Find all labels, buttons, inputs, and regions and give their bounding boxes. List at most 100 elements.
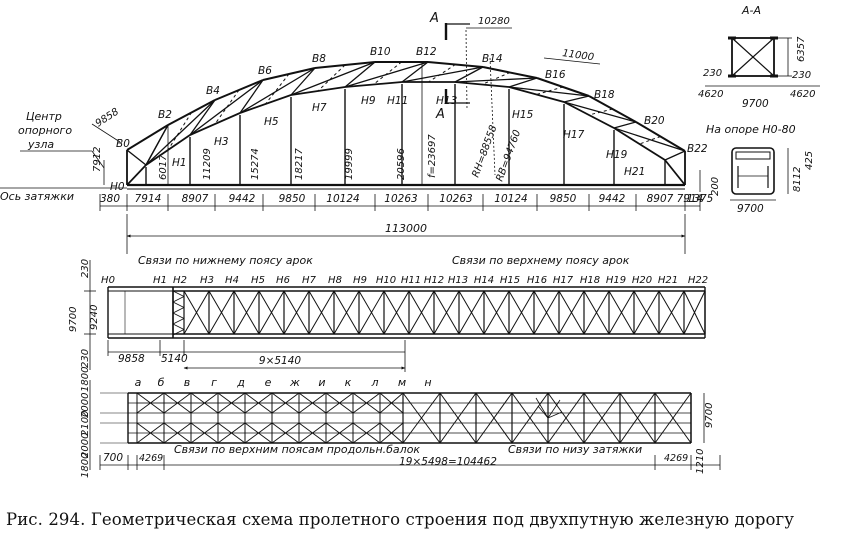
web-diagonal <box>613 127 686 152</box>
node-label: Н17 <box>553 275 574 286</box>
web-diagonal <box>401 66 484 83</box>
brace <box>533 290 560 335</box>
fan <box>535 397 549 419</box>
brace <box>177 432 192 444</box>
brace <box>339 432 354 444</box>
node-label: Н12 <box>424 275 444 286</box>
node-label: Н7 <box>302 275 317 286</box>
brace <box>366 432 381 444</box>
lower-node-label: Н17 <box>563 129 585 141</box>
panel-letter: и <box>318 376 325 389</box>
node-label: Н11 <box>401 275 421 286</box>
brace <box>231 402 246 414</box>
brace <box>285 392 300 404</box>
panel-dim: 7914 <box>677 193 704 205</box>
dim-2100: 2100 <box>80 411 91 436</box>
dim-7912: 7912 <box>92 147 103 172</box>
node-label: Н1 <box>153 275 167 286</box>
brace <box>325 402 340 414</box>
lower-chord <box>126 164 147 186</box>
brace <box>325 392 340 404</box>
deck-label-left: Связи по верхним поясам продольн.балок <box>174 443 420 456</box>
panel-letter: б <box>158 376 165 389</box>
support-section: На опоре Н0-80 425 8112 9700 <box>706 123 815 215</box>
web-diagonal <box>239 79 264 114</box>
brace <box>285 422 300 434</box>
panel-dim: 9850 <box>279 193 306 205</box>
brace <box>271 402 286 414</box>
brace <box>150 392 165 404</box>
dim-4620-left: 4620 <box>698 89 723 100</box>
brace <box>244 432 259 444</box>
zig <box>172 329 185 336</box>
height-dim: 15274 <box>250 148 261 180</box>
web-diagonal <box>508 86 590 97</box>
panel-dim: 9442 <box>229 193 256 205</box>
brace <box>150 402 165 414</box>
upper-node-label: В2 <box>158 109 172 121</box>
brace <box>177 402 192 414</box>
panel-dim: 10263 <box>384 193 417 205</box>
panel-dim: 9442 <box>599 193 626 205</box>
dim-9240: 9240 <box>89 305 100 330</box>
panel-letter: м <box>398 376 406 389</box>
panel-dim: 380 <box>100 193 120 205</box>
zig <box>172 301 185 308</box>
brace <box>244 422 259 434</box>
brace <box>298 392 313 404</box>
upper-node-label: В10 <box>370 46 391 58</box>
f-dim: f=23697 <box>427 134 438 178</box>
brace <box>163 402 178 414</box>
web-diagonal <box>239 67 316 114</box>
brace <box>285 402 300 414</box>
lower-chord <box>508 86 565 103</box>
panel-dim: 10124 <box>494 193 527 205</box>
section-a-a: А-А 6357 230 230 4620 9700 4620 <box>698 4 820 110</box>
brace <box>333 290 360 335</box>
brace <box>150 422 165 434</box>
height-dim: 19999 <box>344 148 355 180</box>
node-label: Н13 <box>448 275 468 286</box>
node-label: Н5 <box>251 275 265 286</box>
upper-node-label: В12 <box>416 46 437 58</box>
brace <box>379 422 392 434</box>
panel-letter: д <box>236 376 245 389</box>
web-diagonal <box>290 67 316 96</box>
brace <box>258 290 285 335</box>
height-dim: 11209 <box>202 148 213 180</box>
web-diagonal <box>401 61 429 83</box>
brace <box>163 432 178 444</box>
radius-line <box>465 29 468 111</box>
brace <box>391 432 404 444</box>
zig <box>172 290 185 297</box>
brace <box>325 422 340 434</box>
lower-node-label: Н7 <box>312 102 327 114</box>
panel-dim: 9850 <box>550 193 577 205</box>
center-leader <box>91 150 105 169</box>
upper-node-label: В4 <box>206 85 220 97</box>
node-label: Н9 <box>353 275 367 286</box>
brace <box>258 402 273 414</box>
tie-brace <box>619 392 656 444</box>
node-label: Н6 <box>276 275 290 286</box>
zig <box>172 318 185 325</box>
tie-brace <box>654 392 692 444</box>
dim-9700-plan: 9700 <box>68 307 79 332</box>
brace <box>352 422 367 434</box>
brace <box>483 290 510 335</box>
dim-700: 700 <box>103 452 123 464</box>
dim-4269-right: 4269 <box>664 453 688 464</box>
panel-letter: в <box>184 376 190 389</box>
panel-letter: ж <box>289 376 300 389</box>
height-dim: 20596 <box>396 148 407 180</box>
lower-node-label: Н1 <box>172 157 187 169</box>
dim-1210: 1210 <box>695 449 706 474</box>
secondary-member <box>214 89 240 125</box>
dim-230-left: 230 <box>703 68 722 79</box>
fan <box>547 411 563 419</box>
brace <box>233 290 260 335</box>
lower-node-label: Н0 <box>110 181 125 193</box>
secondary-member <box>317 64 346 92</box>
brace <box>190 432 205 444</box>
node-label: Н2 <box>173 275 187 286</box>
